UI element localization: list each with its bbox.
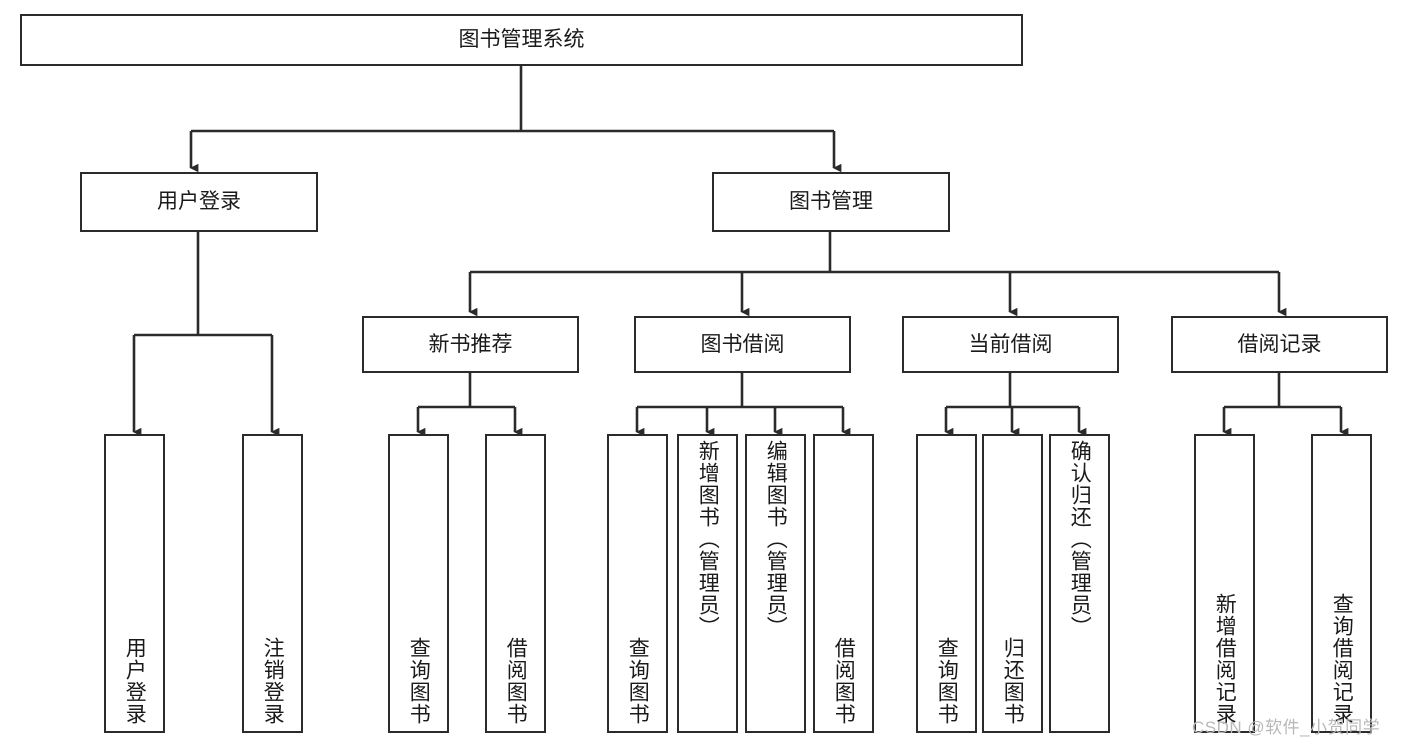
leaf-add-record[interactable]: 新增借阅记录 [1194, 434, 1255, 733]
leaf-query-record-label: 查询借阅记录 [1330, 593, 1354, 725]
node-book-borrow-label: 图书借阅 [700, 332, 785, 356]
leaf-add-book-label: 新增图书（管理员） [696, 440, 720, 638]
leaf-confirm-return-label: 确认归还（管理员） [1068, 440, 1092, 638]
leaf-edit-book-label: 编辑图书（管理员） [764, 440, 788, 638]
leaf-query-book-3-label: 查询图书 [935, 637, 959, 725]
leaf-user-login[interactable]: 用户登录 [104, 434, 165, 733]
node-book-management[interactable]: 图书管理 [712, 172, 950, 232]
node-current-borrow-label: 当前借阅 [968, 332, 1053, 356]
node-new-book-recommend-label: 新书推荐 [428, 332, 513, 356]
leaf-query-book-1-label: 查询图书 [407, 637, 431, 725]
leaf-user-logout[interactable]: 注销登录 [242, 434, 303, 733]
leaf-query-book-2[interactable]: 查询图书 [607, 434, 668, 733]
leaf-query-record[interactable]: 查询借阅记录 [1311, 434, 1372, 733]
leaf-user-logout-label: 注销登录 [261, 637, 285, 725]
csdn-watermark: CSDN @软件_小贺同学 [1192, 718, 1381, 737]
node-book-management-label: 图书管理 [789, 190, 873, 214]
leaf-borrow-book-1-label: 借阅图书 [504, 637, 528, 725]
leaf-borrow-book-2-label: 借阅图书 [832, 637, 856, 725]
node-root-label: 图书管理系统 [458, 28, 585, 52]
leaf-query-book-3[interactable]: 查询图书 [916, 434, 977, 733]
leaf-add-record-label: 新增借阅记录 [1213, 593, 1237, 725]
leaf-user-login-label: 用户登录 [123, 637, 147, 725]
node-user-login-label: 用户登录 [157, 190, 241, 214]
leaf-edit-book[interactable]: 编辑图书（管理员） [745, 434, 806, 733]
leaf-borrow-book-2[interactable]: 借阅图书 [813, 434, 874, 733]
node-current-borrow[interactable]: 当前借阅 [902, 316, 1119, 373]
leaf-return-book-label: 归还图书 [1001, 637, 1025, 725]
leaf-return-book[interactable]: 归还图书 [982, 434, 1043, 733]
node-new-book-recommend[interactable]: 新书推荐 [362, 316, 579, 373]
node-user-login[interactable]: 用户登录 [80, 172, 318, 232]
leaf-query-book-2-label: 查询图书 [626, 637, 650, 725]
node-borrow-record-label: 借阅记录 [1237, 332, 1322, 356]
leaf-query-book-1[interactable]: 查询图书 [388, 434, 449, 733]
node-book-borrow[interactable]: 图书借阅 [634, 316, 851, 373]
leaf-borrow-book-1[interactable]: 借阅图书 [485, 434, 546, 733]
leaf-add-book[interactable]: 新增图书（管理员） [677, 434, 738, 733]
leaf-confirm-return[interactable]: 确认归还（管理员） [1049, 434, 1110, 733]
node-borrow-record[interactable]: 借阅记录 [1171, 316, 1388, 373]
node-root[interactable]: 图书管理系统 [20, 14, 1023, 66]
